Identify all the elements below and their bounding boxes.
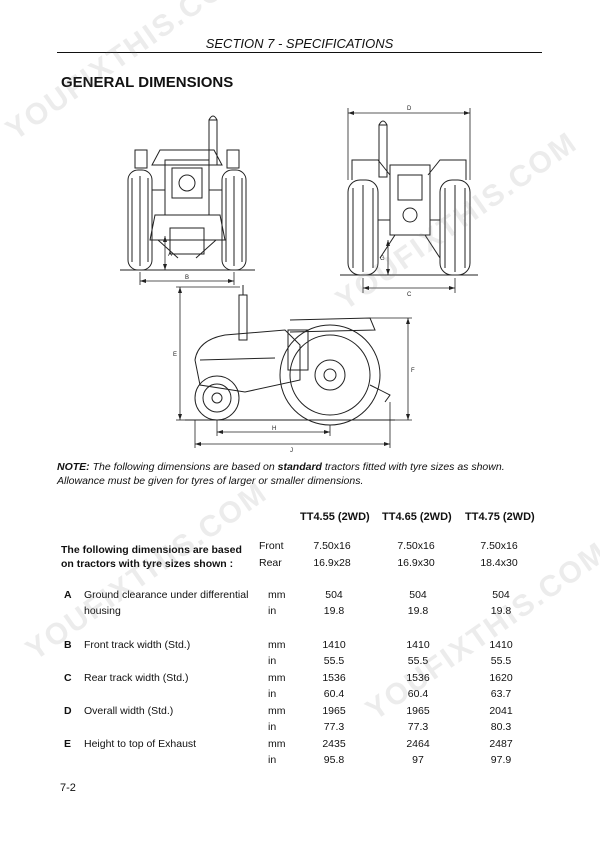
- value-cell: 95.8: [323, 754, 345, 766]
- row-label-d: Overall width (Std.): [84, 705, 174, 717]
- note-lead: NOTE:: [57, 461, 90, 473]
- unit: mm: [268, 589, 286, 601]
- row-label-a-cont: housing: [84, 605, 121, 617]
- value-cell: 504: [325, 589, 343, 601]
- value-cell: 60.4: [407, 688, 429, 700]
- value-cell: 80.3: [490, 721, 512, 733]
- row-label-b: Front track width (Std.): [84, 639, 191, 651]
- note-text-post: tractors fitted with tyre sizes as shown…: [57, 461, 505, 487]
- section-header: SECTION 7 - SPECIFICATIONS: [205, 36, 394, 51]
- dim-label-a: A: [168, 252, 172, 258]
- row-letter-b: B: [64, 639, 72, 651]
- tyre-value: 7.50x16: [480, 540, 518, 552]
- unit: in: [268, 605, 277, 617]
- dim-label-c: C: [407, 292, 412, 298]
- value-cell: 2041: [489, 705, 513, 717]
- row-label-e: Height to top of Exhaust: [84, 738, 197, 750]
- header-rule: [57, 52, 542, 53]
- tyre-value: 18.4x30: [480, 557, 518, 569]
- value-cell: 1536: [322, 672, 346, 684]
- value-cell: 55.5: [407, 655, 429, 667]
- tyre-position-rear: Rear: [259, 557, 282, 569]
- model-header-2: TT4.65 (2WD): [382, 511, 452, 523]
- dim-label-d: D: [407, 106, 412, 112]
- rear-view-drawing: [340, 120, 478, 276]
- value-cell: 2435: [322, 738, 346, 750]
- dim-label-e: E: [173, 352, 177, 358]
- dim-label-f: F: [411, 368, 415, 374]
- value-cell: 60.4: [323, 688, 345, 700]
- value-cell: 1410: [489, 639, 513, 651]
- row-letter-a: A: [64, 589, 72, 601]
- row-letter-e: E: [64, 738, 72, 750]
- side-view-drawing: [185, 285, 395, 426]
- row-label-c: Rear track width (Std.): [84, 672, 189, 684]
- unit: mm: [268, 639, 286, 651]
- value-cell: 1965: [406, 705, 430, 717]
- value-cell: 1965: [322, 705, 346, 717]
- value-cell: 19.8: [407, 605, 429, 617]
- value-cell: 77.3: [407, 721, 429, 733]
- value-cell: 1410: [406, 639, 430, 651]
- value-cell: 97.9: [490, 754, 512, 766]
- value-cell: 77.3: [323, 721, 345, 733]
- row-letter-c: C: [64, 672, 72, 684]
- note-text-bold: standard: [277, 461, 322, 473]
- value-cell: 97: [412, 754, 424, 766]
- dim-label-h: H: [272, 426, 276, 432]
- dimension-diagrams: A B D C G E F H J: [120, 106, 478, 454]
- value-cell: 2487: [489, 738, 513, 750]
- dim-label-g: G: [380, 256, 385, 262]
- tyre-intro: The following dimensions are based on tr…: [61, 544, 242, 570]
- value-cell: 55.5: [323, 655, 345, 667]
- dim-label-b: B: [185, 275, 189, 281]
- tyre-position-front: Front: [259, 540, 284, 552]
- note-text-pre: The following dimensions are based on: [89, 461, 278, 473]
- value-cell: 504: [409, 589, 427, 601]
- tyre-value: 16.9x28: [313, 557, 351, 569]
- value-cell: 1620: [489, 672, 513, 684]
- value-cell: 55.5: [490, 655, 512, 667]
- value-cell: 63.7: [490, 688, 512, 700]
- unit: in: [268, 655, 277, 667]
- value-cell: 19.8: [490, 605, 512, 617]
- value-cell: 1410: [322, 639, 346, 651]
- unit: in: [268, 754, 277, 766]
- unit: mm: [268, 672, 286, 684]
- page-number: 7-2: [60, 782, 76, 794]
- value-cell: 2464: [406, 738, 430, 750]
- unit: in: [268, 721, 277, 733]
- tyre-value: 16.9x30: [397, 557, 435, 569]
- model-header-3: TT4.75 (2WD): [465, 511, 535, 523]
- model-header-1: TT4.55 (2WD): [300, 511, 370, 523]
- unit: mm: [268, 705, 286, 717]
- value-cell: 1536: [406, 672, 430, 684]
- note-paragraph: NOTE: The following dimensions are based…: [57, 460, 547, 488]
- row-letter-d: D: [64, 705, 72, 717]
- unit: mm: [268, 738, 286, 750]
- row-label-a: Ground clearance under differential: [84, 589, 249, 601]
- value-cell: 504: [492, 589, 510, 601]
- front-view-drawing: [120, 115, 255, 271]
- unit: in: [268, 688, 277, 700]
- tyre-value: 7.50x16: [313, 540, 351, 552]
- tyre-value: 7.50x16: [397, 540, 435, 552]
- value-cell: 19.8: [323, 605, 345, 617]
- dim-label-j: J: [290, 448, 293, 454]
- page-title: GENERAL DIMENSIONS: [61, 74, 234, 91]
